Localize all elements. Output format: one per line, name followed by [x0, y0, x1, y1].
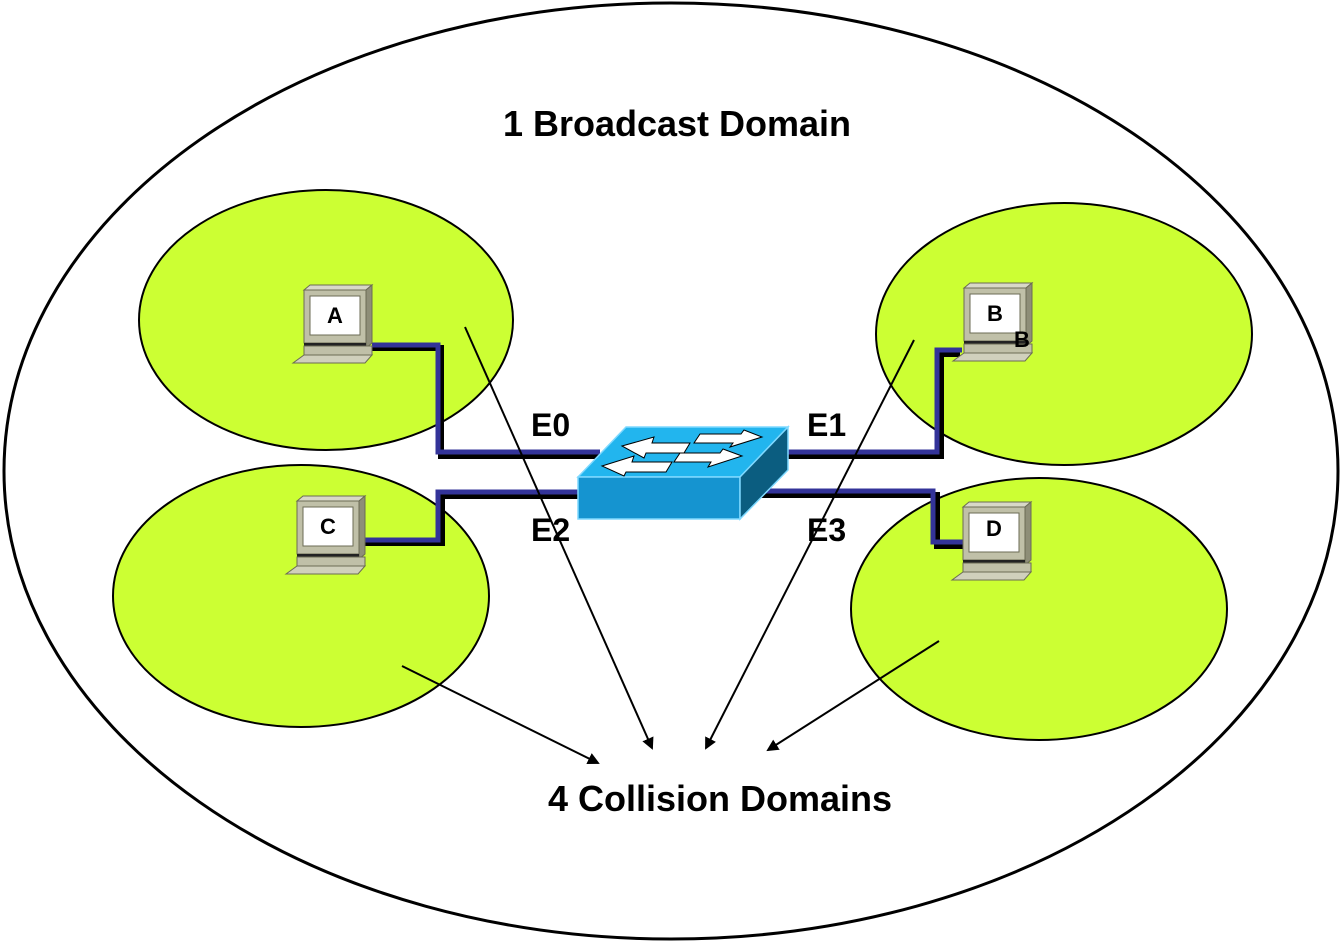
port-label-e0: E0: [531, 407, 570, 443]
port-label-e3: E3: [807, 512, 846, 548]
pc-c-label: C: [320, 514, 336, 539]
pc-a-label: A: [327, 303, 343, 328]
pc-d: D: [950, 500, 1033, 581]
arrow-collision-b: [705, 339, 915, 750]
cable-b-e1: [788, 347, 962, 459]
broadcast-domain-title: 1 Broadcast Domain: [503, 103, 851, 144]
cable-a-e0: [372, 342, 600, 459]
collision-domain-b: [875, 202, 1253, 466]
collision-domains-caption: 4 Collision Domains: [548, 778, 892, 819]
cable-c-e2: [362, 489, 578, 546]
pc-c: C: [284, 494, 367, 575]
pc-b-label: B: [987, 301, 1003, 326]
arrow-collision-d: [766, 640, 940, 752]
pc-b-extra-label: B: [1014, 327, 1030, 352]
pc-b: B B: [951, 281, 1034, 362]
switch-icon: [576, 425, 790, 521]
cable-d-e3: [760, 488, 965, 549]
collision-domain-c: [112, 464, 490, 728]
collision-domain-d: [850, 477, 1228, 741]
port-label-e1: E1: [807, 407, 846, 443]
arrow-collision-c: [401, 665, 600, 764]
pc-d-label: D: [986, 516, 1002, 541]
arrow-collision-a: [464, 326, 654, 750]
pc-a: A: [291, 283, 374, 364]
